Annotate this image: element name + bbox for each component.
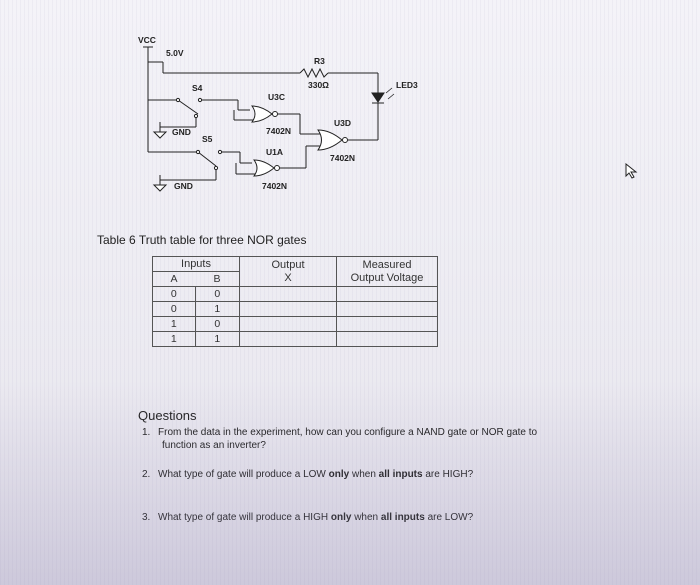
resistor-value: 330Ω xyxy=(308,80,329,90)
question-1-number: 1. xyxy=(142,427,151,438)
question-3-text-a: What type of gate will produce a HIGH xyxy=(158,512,331,523)
switch-s4-label: S4 xyxy=(192,83,203,93)
question-2-number: 2. xyxy=(142,469,151,480)
output-header-line2: X xyxy=(284,271,292,284)
resistor-name: R3 xyxy=(314,56,325,66)
cell-measured xyxy=(336,301,438,317)
cell-measured xyxy=(336,286,438,302)
circuit-diagram: VCC 5.0V R3 330Ω LED3 S4 S5 GND GND U3C … xyxy=(138,35,418,192)
gate-u1a-part: 7402N xyxy=(262,181,287,191)
measured-header-line2: Output Voltage xyxy=(350,271,424,284)
question-2: 2. What type of gate will produce a LOW o… xyxy=(142,468,598,481)
table-row: 1 1 xyxy=(152,331,438,347)
question-1: 1. From the data in the experiment, how c… xyxy=(142,426,598,452)
table-caption: Table 6 Truth table for three NOR gates xyxy=(97,233,307,247)
cell-a: 1 xyxy=(152,316,196,332)
switch-s5-label: S5 xyxy=(202,134,213,144)
cell-b: 1 xyxy=(194,331,240,347)
col-a-header: A xyxy=(152,271,195,287)
question-1-text: From the data in the experiment, how can… xyxy=(158,427,538,438)
gnd-label-2: GND xyxy=(174,181,193,191)
output-header-line1: Output xyxy=(271,258,305,271)
cell-b: 1 xyxy=(194,301,240,317)
question-1-continued: function as an inverter? xyxy=(162,440,266,451)
question-2-bold-a: only xyxy=(328,469,350,480)
cell-b: 0 xyxy=(194,286,240,302)
questions-title: Questions xyxy=(138,408,197,423)
table-row: 1 0 xyxy=(152,316,438,332)
table-row: 0 1 xyxy=(152,301,438,317)
question-3-text-b: when xyxy=(351,512,381,523)
question-3-text-c: are LOW? xyxy=(424,512,474,523)
cell-b: 0 xyxy=(194,316,240,332)
cell-a: 0 xyxy=(152,301,196,317)
cell-a: 0 xyxy=(152,286,196,302)
output-header: Output X xyxy=(239,256,337,287)
gate-u3d-part: 7402N xyxy=(330,153,355,163)
cell-output xyxy=(239,286,337,302)
table-row: 0 0 xyxy=(152,286,438,302)
question-2-text-b: when xyxy=(349,469,379,480)
question-2-text-a: What type of gate will produce a LOW xyxy=(158,469,329,480)
col-b-header: B xyxy=(195,271,240,287)
question-3-bold-b: all inputs xyxy=(380,512,425,523)
vcc-label: VCC xyxy=(138,35,156,45)
gnd-label-1: GND xyxy=(172,127,191,137)
gate-u3c-part: 7402N xyxy=(266,126,291,136)
truth-table: Inputs Output X Measured Output Voltage … xyxy=(152,256,438,347)
cell-a: 1 xyxy=(152,331,196,347)
question-3: 3.What type of gate will produce a HIGH … xyxy=(142,511,598,524)
gate-u3c-name: U3C xyxy=(268,92,285,102)
question-3-bold-a: only xyxy=(330,512,352,523)
cell-measured xyxy=(336,316,438,332)
cell-measured xyxy=(336,331,438,347)
measured-header-line1: Measured xyxy=(362,258,412,271)
cell-output xyxy=(239,316,337,332)
gate-u1a-name: U1A xyxy=(266,147,283,157)
led-name: LED3 xyxy=(396,80,418,90)
cell-output xyxy=(239,301,337,317)
cell-output xyxy=(239,331,337,347)
measured-header: Measured Output Voltage xyxy=(336,256,438,287)
question-2-bold-b: all inputs xyxy=(378,469,423,480)
question-2-text-c: are HIGH? xyxy=(422,469,474,480)
question-3-number: 3. xyxy=(142,512,151,523)
mouse-cursor-icon xyxy=(625,163,638,179)
inputs-header: Inputs xyxy=(152,256,240,272)
gate-u3d-name: U3D xyxy=(334,118,351,128)
questions-section: Questions 1. From the data in the experim… xyxy=(138,408,598,524)
vcc-voltage: 5.0V xyxy=(166,48,184,58)
